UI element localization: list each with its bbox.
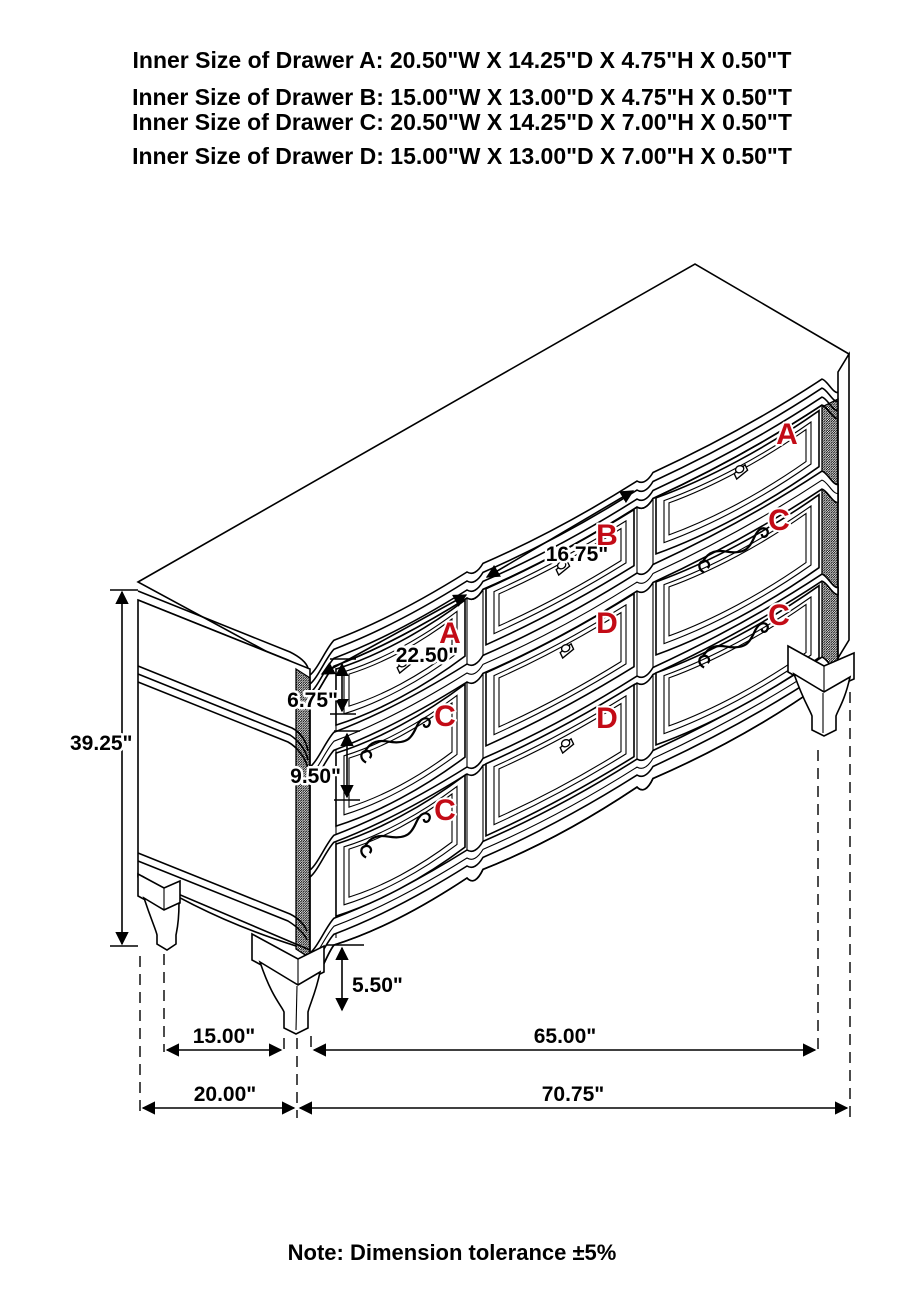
drawer-handle — [698, 622, 769, 669]
dresser-drawing — [136, 263, 855, 1035]
drawer-size-line-d: Inner Size of Drawer D: 15.00"W X 13.00"… — [132, 143, 792, 169]
dim-row2-label: 9.50" — [290, 765, 341, 788]
dimension-lines — [110, 490, 851, 1118]
drawer-handle — [360, 717, 431, 764]
dim-15-label: 15.00" — [193, 1025, 256, 1048]
drawer-panel — [498, 611, 622, 728]
front-right-leg — [792, 672, 852, 737]
dim-drawer-a-label: 22.50" — [396, 644, 459, 667]
leg-edge — [295, 985, 298, 1031]
dim-line-drawer-b — [485, 490, 635, 578]
dim-drawer-b-label: 16.75" — [546, 543, 609, 566]
label-drawer-c-left-3: C — [434, 794, 456, 827]
drawer-knob — [733, 463, 749, 481]
drawer-frame — [663, 595, 812, 735]
drawer-knob — [559, 737, 575, 755]
dim-7075-label: 70.75" — [542, 1083, 605, 1106]
drawer-letter-labels: A C C B D D A C C — [432, 416, 800, 829]
drawer-frame — [493, 603, 627, 736]
top-molding-left — [137, 590, 309, 669]
drawer-front — [655, 409, 820, 556]
label-drawer-c-left-2: C — [434, 700, 456, 733]
front-left-pillar-flutes — [295, 667, 311, 960]
drawer-size-line-c: Inner Size of Drawer C: 20.50"W X 14.25"… — [132, 109, 792, 135]
drawer-handle — [698, 527, 769, 574]
base-molding-line — [309, 664, 839, 962]
drawer-front — [485, 592, 635, 748]
drawer-size-line-b: Inner Size of Drawer B: 15.00"W X 13.00"… — [132, 84, 792, 110]
front-apron — [309, 682, 839, 990]
dim-leg-label: 5.50" — [352, 974, 403, 997]
right-end-panel — [837, 351, 850, 661]
drawer-front — [485, 683, 635, 838]
drawer-frame — [493, 694, 627, 826]
drawer-frame — [663, 420, 812, 544]
drawer-rail — [309, 573, 839, 879]
drawer-front — [655, 493, 820, 657]
label-drawer-c-right-3: C — [768, 599, 790, 632]
label-drawer-a-left: A — [439, 617, 461, 650]
drawer-frame — [663, 504, 812, 645]
label-drawer-b: B — [596, 519, 618, 552]
drawer-frame — [343, 785, 458, 906]
label-drawer-a-right: A — [776, 418, 798, 451]
label-drawer-d-2: D — [596, 607, 618, 640]
drawer-panel — [668, 428, 807, 536]
molding-band-line — [309, 479, 839, 777]
drawer-panel — [498, 702, 622, 818]
dimension-labels: 39.25" 6.75" 9.50" 5.50" 22.50" 16.75" 1… — [68, 541, 611, 1109]
drawer-front — [335, 773, 466, 918]
label-drawer-c-right-2: C — [768, 504, 790, 537]
front-left-leg — [258, 960, 322, 1035]
drawer-size-line-a: Inner Size of Drawer A: 20.50"W X 14.25"… — [132, 47, 792, 73]
drawer-panel — [348, 701, 453, 808]
tolerance-note: Note: Dimension tolerance ±5% — [287, 1240, 617, 1265]
drawer-handle — [360, 812, 431, 859]
drawer-front — [335, 682, 466, 828]
back-left-leg — [142, 896, 180, 951]
dim-20-label: 20.00" — [194, 1083, 257, 1106]
dim-line-drawer-a — [320, 594, 468, 675]
drawer-panel — [668, 603, 807, 727]
dim-height-label: 39.25" — [70, 732, 133, 755]
label-drawer-d-3: D — [596, 702, 618, 735]
dim-65-label: 65.00" — [534, 1025, 597, 1048]
front-right-pillar-flutes — [821, 397, 839, 678]
drawer-knob — [559, 642, 575, 660]
drawer-panel — [668, 512, 807, 637]
dim-row1-label: 6.75" — [287, 689, 338, 712]
